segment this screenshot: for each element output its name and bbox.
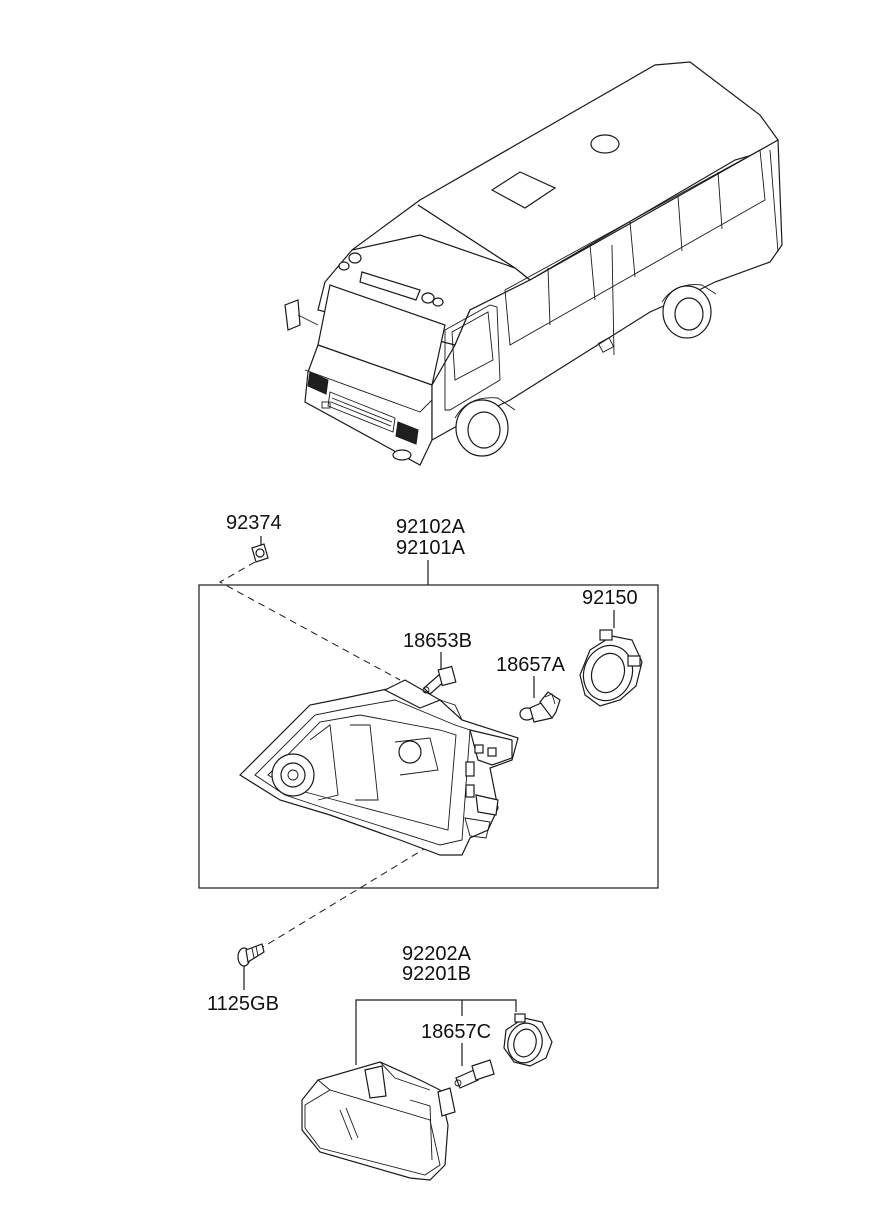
label-18653b: 18653B — [403, 630, 472, 652]
fog-lamp-housing-part — [301, 1061, 456, 1181]
label-92102a: 92102A — [396, 516, 466, 538]
bulb-cover-part — [579, 629, 643, 707]
fog-lamp-group — [301, 999, 553, 1181]
headlamp-group — [198, 536, 659, 990]
headlamp-bulb-part — [519, 691, 561, 723]
fog-bulb-cover-part — [503, 1013, 553, 1067]
label-18657a: 18657A — [496, 654, 566, 676]
label-92202a: 92202A — [402, 943, 472, 965]
label-92201b: 92201B — [402, 963, 471, 985]
label-92101a: 92101A — [396, 537, 466, 559]
bus-illustration — [284, 61, 783, 466]
label-92374: 92374 — [226, 512, 282, 534]
fog-bulb-part — [454, 1059, 495, 1089]
position-bulb-part — [422, 665, 457, 695]
label-18657c: 18657C — [421, 1021, 491, 1043]
headlamp-housing-part — [239, 679, 519, 856]
label-92150: 92150 — [582, 587, 638, 609]
clip-fastener-part — [251, 543, 269, 563]
label-1125gb: 1125GB — [207, 993, 279, 1015]
screw-part — [237, 943, 265, 990]
